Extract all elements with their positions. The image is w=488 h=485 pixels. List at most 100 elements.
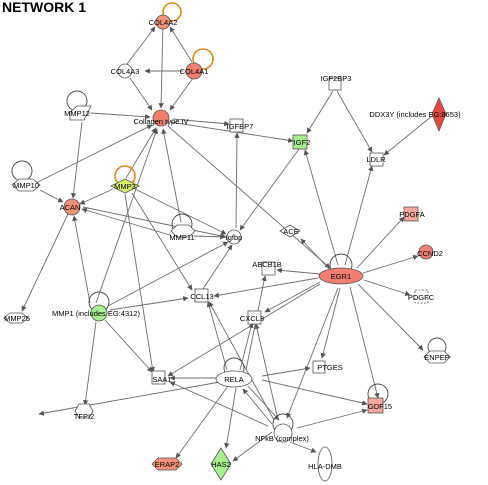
edge-mmp3-saa1 — [124, 193, 155, 373]
node-ccl13[interactable]: CCL13 — [190, 288, 214, 303]
edge-egr1-cxcl3 — [264, 281, 321, 313]
node-ptges[interactable]: PTGES — [312, 360, 343, 374]
node-ptges-label: PTGES — [317, 363, 342, 372]
node-collagen-type-iv[interactable]: Collagen type IV — [133, 109, 189, 127]
edge-igf2bp3-igf2 — [306, 90, 334, 134]
edge-egr1-saa1 — [167, 283, 321, 377]
edge-mmp3-igfbp — [134, 188, 227, 235]
edge-egr1-ccl13 — [213, 277, 319, 298]
node-col4a2[interactable]: COL4A2 — [149, 14, 178, 30]
node-tfpi2[interactable]: TFPI2 — [74, 403, 94, 421]
edge-mmp1-saa1 — [104, 319, 153, 373]
node-collagen-label: Collagen type IV — [133, 117, 188, 126]
edge-acan-mmp25 — [21, 213, 69, 312]
node-pdgfa[interactable]: PDGFA — [399, 206, 425, 222]
node-pdgfc[interactable]: PDGFC — [408, 289, 435, 304]
node-mmp10-label: MMP10 — [13, 181, 39, 190]
node-mmp25-label: MMP25 — [4, 314, 30, 323]
node-egr1[interactable]: EGR1 — [318, 267, 364, 285]
node-col4a1[interactable]: COL4A1 — [180, 62, 209, 80]
edge-rela-ccl13 — [206, 301, 228, 371]
node-igfbp-label: Igfbp — [226, 233, 243, 242]
edge-nfkb-gdf15 — [296, 408, 368, 429]
loop-mmp10 — [11, 160, 33, 182]
node-ddx3y[interactable]: DDX3Y (includes EG:8653) — [369, 97, 461, 133]
node-hla-dmb[interactable]: HLA-DMB — [308, 446, 342, 482]
node-igf2bp3[interactable]: IGF2BP3 — [321, 74, 352, 91]
node-ldlr[interactable]: LDLR — [366, 152, 386, 167]
edge-mmp3-collagen — [125, 127, 157, 179]
edge-mmp11-acan — [81, 207, 171, 236]
node-tfpi2-label: TFPI2 — [74, 412, 94, 421]
node-ldlr-label: LDLR — [366, 155, 386, 164]
node-egr1-label: EGR1 — [331, 272, 351, 281]
node-mmp3[interactable]: MMP3 — [110, 178, 140, 194]
node-enpep-label: ENPEP — [424, 353, 449, 362]
node-hla-label: HLA-DMB — [308, 462, 342, 471]
node-igfbp[interactable]: Igfbp — [226, 229, 243, 245]
node-igfbp7[interactable]: IGFBP7 — [227, 118, 254, 133]
edge-rela-nfkb — [247, 385, 280, 421]
edges — [21, 21, 433, 462]
edge-col4a2-collagen — [158, 21, 164, 109]
node-rela[interactable]: RELA — [215, 370, 253, 388]
edge-mmp1-tfpi2 — [82, 321, 97, 406]
edge-mmp1-ccl13 — [109, 296, 189, 311]
node-erap2[interactable]: ERAP2 — [151, 457, 183, 471]
node-saa1-label: SAA1 — [152, 375, 171, 384]
node-igf2-label: IGF2 — [294, 138, 311, 147]
node-mmp11[interactable]: MMP11 — [169, 224, 196, 242]
edge-egr1-abcb1b — [276, 267, 321, 275]
node-igf2[interactable]: IGF2 — [292, 134, 311, 150]
edge-egr1-gdf15 — [349, 286, 380, 399]
node-col4a3-label: COL4A3 — [111, 67, 140, 76]
edge-nfkb-has2 — [232, 431, 273, 462]
edge-egr1-ptges — [320, 287, 341, 359]
node-ccnd2-label: CCND2 — [417, 249, 443, 258]
node-nfkb-complex[interactable]: NFkB (complex) — [255, 423, 309, 443]
node-saa1[interactable]: SAA1 — [151, 370, 172, 385]
node-ccl13-label: CCL13 — [190, 292, 213, 301]
node-enpep[interactable]: ENPEP — [423, 350, 451, 364]
edge-mmp11-igfbp — [193, 234, 226, 240]
node-mmp11-label: MMP11 — [169, 233, 194, 242]
edge-egr1-pdgfc — [363, 279, 411, 297]
edge-igfbp-igfbp7 — [234, 132, 240, 229]
edge-egr1-ldlr — [344, 165, 374, 266]
node-has2[interactable]: HAS2 — [210, 447, 232, 481]
node-cxcl3[interactable]: CXCL3 — [240, 310, 264, 325]
node-mmp25[interactable]: MMP25 — [3, 312, 30, 324]
loop-col4a2 — [162, 2, 182, 22]
edge-nfkb-hla — [289, 441, 317, 453]
node-igfbp7-label: IGFBP7 — [227, 122, 254, 131]
node-gdf15[interactable]: GDF15 — [367, 397, 392, 414]
node-mmp1[interactable]: MMP1 (includes EG:4312) — [52, 304, 140, 322]
edge-mmp3-acan — [79, 188, 114, 205]
node-ace[interactable]: ACE — [279, 224, 301, 238]
node-ace-label: ACE — [283, 227, 298, 236]
node-abcb1b-label: ABCB1B — [252, 260, 282, 269]
node-mmp10[interactable]: MMP10 — [11, 178, 41, 192]
node-ccnd2[interactable]: CCND2 — [417, 244, 443, 260]
edge-col4a3-collagen — [129, 77, 153, 111]
node-mmp12[interactable]: MMP12 — [64, 105, 92, 121]
edge-egr1-pdgfa — [356, 216, 405, 269]
nodes: COL4A2 COL4A3 COL4A1 Collagen type IV MM… — [3, 14, 461, 482]
edge-ccl13-igfbp — [202, 244, 233, 290]
edge-nfkb-saa1 — [169, 381, 269, 427]
edge-acan-igfbp — [82, 206, 227, 239]
edge-mmp10-acan — [39, 189, 64, 203]
node-acan[interactable]: ACAN — [60, 198, 81, 216]
node-abcb1b[interactable]: ABCB1B — [252, 260, 282, 276]
edge-igf2bp3-ldlr — [336, 90, 373, 153]
node-mmp1-label: MMP1 (includes EG:4312) — [52, 309, 140, 318]
loop-col4a1 — [192, 48, 214, 70]
node-col4a2-label: COL4A2 — [149, 18, 178, 27]
edge-egr1-ace — [300, 238, 331, 271]
edge-rela-erap2 — [175, 385, 229, 459]
edge-nfkb-cxcl3 — [254, 323, 279, 421]
network-title: NETWORK 1 — [2, 0, 86, 15]
node-col4a3[interactable]: COL4A3 — [111, 63, 140, 79]
edge-mmp10-collagen — [35, 124, 153, 184]
